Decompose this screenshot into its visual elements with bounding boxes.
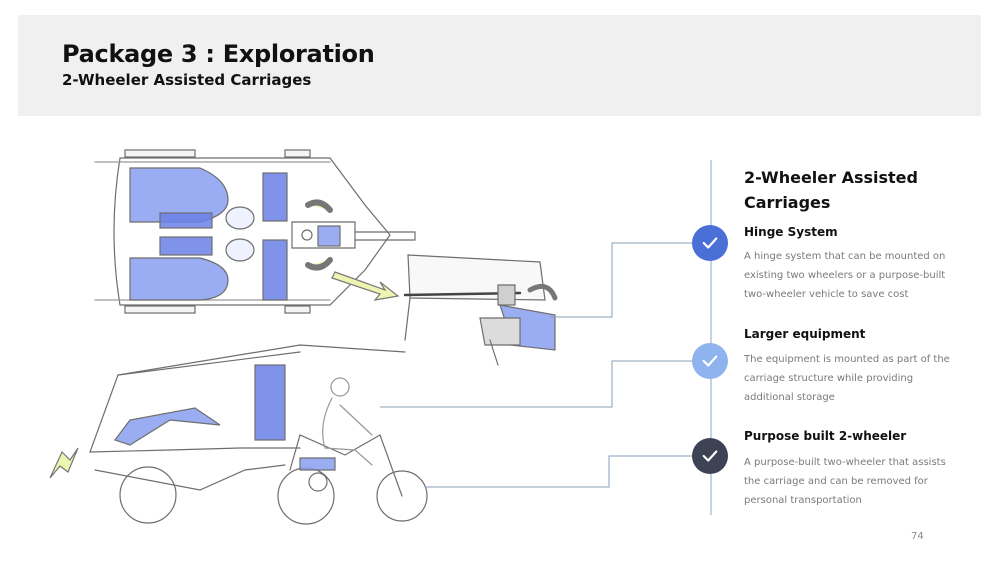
- feature-heading-purpose-built: Purpose built 2-wheeler: [744, 429, 907, 443]
- check-icon: [702, 237, 718, 249]
- page-title: Package 3 : Exploration: [62, 40, 375, 68]
- connector-line-3: [425, 455, 694, 488]
- feature-description-hinge-system: A hinge system that can be mounted on ex…: [744, 251, 946, 300]
- vehicle-sketch-illustration: [49, 149, 694, 525]
- header-band: [18, 15, 981, 116]
- side-view-carriage: [89, 344, 428, 525]
- top-view-carriage: [94, 149, 416, 314]
- purpose-built-marker: [692, 438, 728, 474]
- check-icon: [702, 355, 718, 367]
- page-number: 74: [911, 531, 924, 542]
- feature-description-purpose-built: A purpose-built two-wheeler that assists…: [744, 457, 946, 506]
- timeline-line: [710, 160, 712, 515]
- feature-heading-hinge-system: Hinge System: [744, 225, 838, 239]
- feature-description-larger-equipment: The equipment is mounted as part of the …: [744, 354, 950, 403]
- hinge-system-marker: [692, 225, 728, 261]
- connector-line-2: [380, 360, 694, 408]
- page-subtitle: 2-Wheeler Assisted Carriages: [62, 71, 312, 89]
- connector-line-1: [550, 242, 694, 318]
- feature-heading-larger-equipment: Larger equipment: [744, 327, 866, 341]
- section-title: 2-Wheeler Assisted Carriages: [744, 168, 918, 212]
- check-icon: [702, 450, 718, 462]
- hinge-detail-sketch: [403, 254, 558, 366]
- larger-equipment-marker: [692, 343, 728, 379]
